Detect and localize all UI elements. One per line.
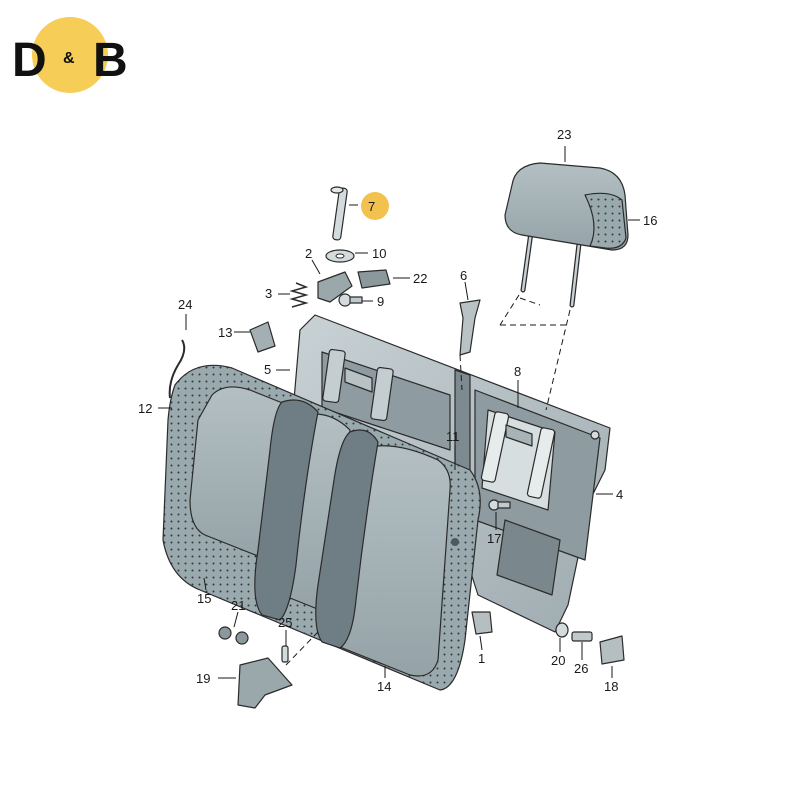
callout-24: 24 [178,297,192,312]
headrest [504,162,629,308]
logo-letter-d: D [12,34,47,87]
callout-9: 9 [377,294,384,309]
callout-23: 23 [557,127,571,142]
callout-14: 14 [377,679,391,694]
logo-ampersand: & [63,50,75,67]
callout-8: 8 [514,364,521,379]
leader-lines [158,146,640,679]
callout-1: 1 [478,651,485,666]
callout-26: 26 [574,661,588,676]
callout-labels: 23 16 7 10 2 22 6 3 9 24 13 5 8 12 11 4 … [138,127,657,694]
callout-11: 11 [446,429,460,444]
callout-16: 16 [643,213,657,228]
callout-6: 6 [460,268,467,283]
callout-19: 19 [196,671,210,686]
callout-3: 3 [265,286,272,301]
callout-25: 25 [278,615,292,630]
callout-18: 18 [604,679,618,694]
brand-logo: D & B [12,17,128,93]
callout-17: 17 [487,531,501,546]
bowden-wire [168,339,186,399]
callout-2: 2 [305,246,312,261]
callout-20: 20 [551,653,565,668]
callout-15: 15 [197,591,211,606]
highlight-marker [361,192,389,220]
callout-13: 13 [218,325,232,340]
logo-letter-b: B [93,34,128,87]
callout-22: 22 [413,271,427,286]
callout-5: 5 [264,362,271,377]
callout-7: 7 [368,199,375,214]
callout-4: 4 [616,487,623,502]
hardware-parts [218,186,625,709]
callout-12: 12 [138,401,152,416]
callout-10: 10 [372,246,386,261]
backrest-cushion [162,364,481,691]
callout-21: 21 [231,598,245,613]
seat-lock-bracket [480,409,556,511]
